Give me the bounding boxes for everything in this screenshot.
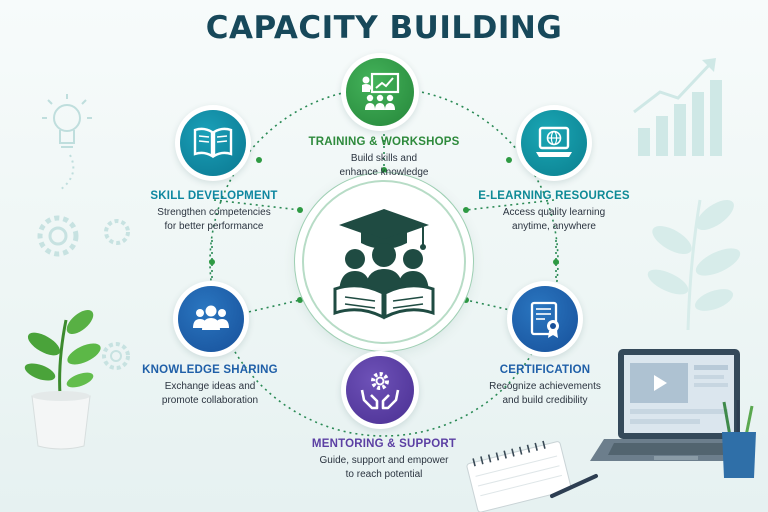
certification-circle	[512, 286, 578, 352]
mentoring-support-desc: Guide, support and empower to reach pote…	[284, 454, 484, 482]
desc-line: Build skills and	[350, 153, 418, 164]
certification-title: CERTIFICATION	[499, 364, 591, 376]
mentoring-support-title: MENTORING & SUPPORT	[311, 438, 457, 450]
knowledge-sharing-circle	[178, 286, 244, 352]
growth-chart-icon	[638, 80, 722, 156]
gear-icon-small	[104, 219, 130, 245]
desc-line: promote collaboration	[161, 395, 259, 406]
knowledge-sharing-desc: Exchange ideas and promote collaboration	[110, 380, 310, 408]
desc-line: Recognize achievements	[489, 381, 601, 392]
desc-line: Exchange ideas and	[164, 381, 256, 392]
open-book-icon	[193, 127, 233, 159]
laptop-icon	[590, 349, 752, 461]
gear-icon-bottom	[102, 342, 130, 370]
desc-line: to reach potential	[345, 469, 423, 480]
graduation-group-book-icon	[333, 209, 435, 320]
desc-line: Access quality learning	[502, 207, 606, 218]
e-learning-resources-circle	[521, 110, 587, 176]
desc-line: for better performance	[164, 221, 264, 232]
desc-line: enhance knowledge	[339, 167, 429, 178]
lightbulb-icon	[42, 94, 92, 191]
potted-plant-icon	[24, 310, 101, 450]
hands-gear-icon	[360, 372, 400, 410]
notepad-icon	[466, 440, 598, 512]
people-group-icon	[193, 305, 229, 330]
pencil-cup-icon	[722, 400, 756, 478]
certification-desc: Recognize achievements and build credibi…	[445, 380, 645, 408]
desc-line: anytime, anywhere	[512, 221, 596, 232]
skill-development-circle	[180, 110, 246, 176]
training-workshops-title: TRAINING & WORKSHOPS	[308, 136, 460, 148]
presentation-board-icon	[362, 72, 400, 110]
skill-development-desc: Strengthen competencies for better perfo…	[114, 206, 314, 234]
center-hub	[304, 182, 464, 342]
certificate-icon	[530, 301, 559, 338]
e-learning-resources-desc: Access quality learning anytime, anywher…	[454, 206, 654, 234]
plant-silhouette-icon	[647, 199, 741, 331]
desc-line: and build credibility	[502, 395, 588, 406]
page-title: CAPACITY BUILDING	[205, 10, 563, 46]
knowledge-sharing-title: KNOWLEDGE SHARING	[142, 364, 278, 376]
training-workshops-desc: Build skills and enhance knowledge	[284, 152, 484, 180]
desc-line: Strengthen competencies	[157, 207, 271, 218]
training-workshops-circle	[346, 58, 414, 126]
gear-icon	[37, 215, 79, 257]
laptop-globe-icon	[536, 126, 572, 157]
e-learning-resources-title: E-LEARNING RESOURCES	[478, 190, 630, 202]
skill-development-title: SKILL DEVELOPMENT	[150, 190, 278, 202]
mentoring-support-circle	[346, 356, 414, 424]
desc-line: Guide, support and empower	[319, 455, 449, 466]
